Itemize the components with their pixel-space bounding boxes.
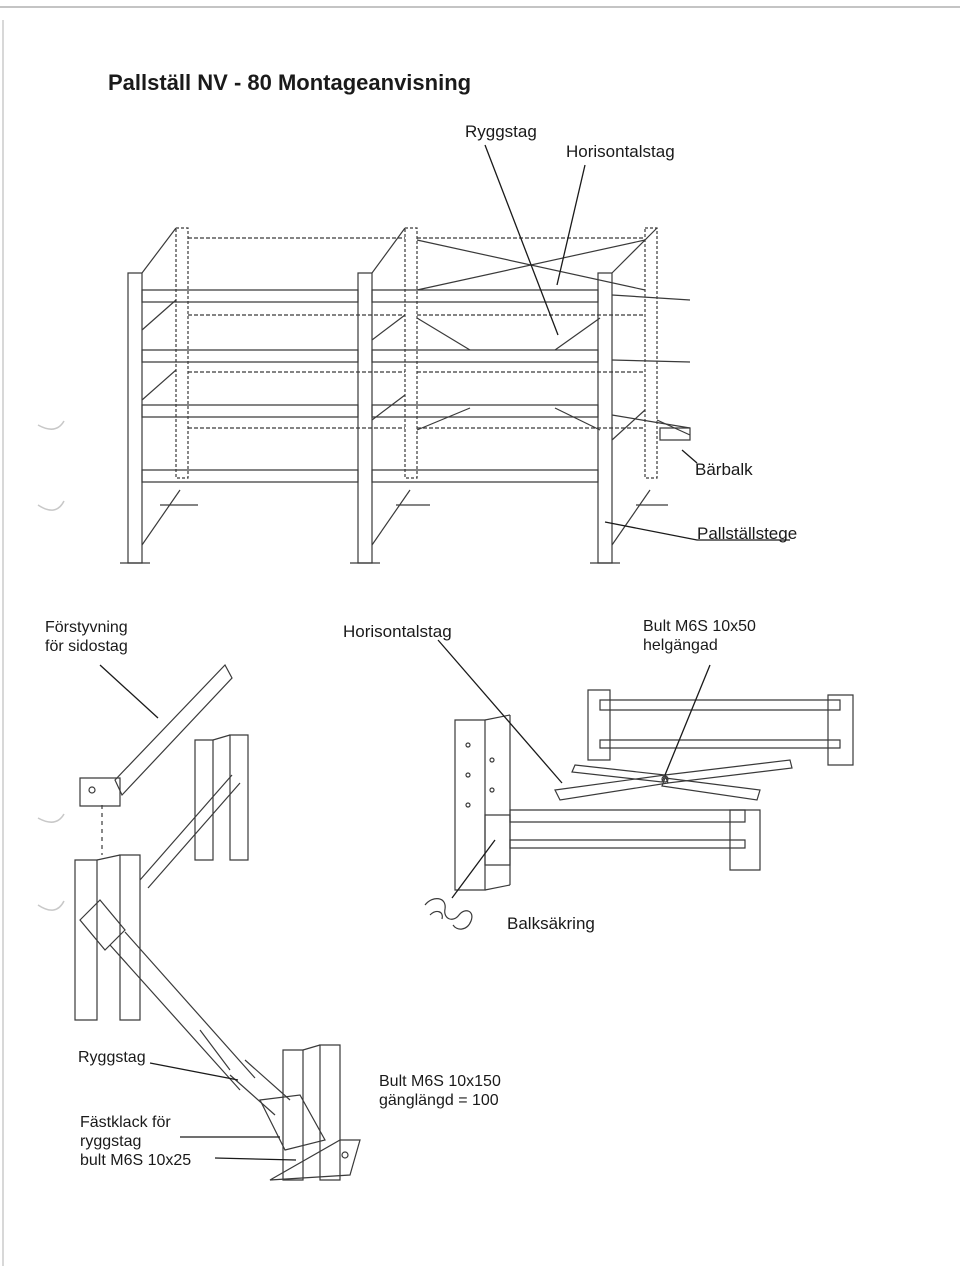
punch-hole-1 [38,421,64,429]
label-bult50-line1: Bult M6S 10x50 [643,618,756,635]
label-forstyvning-line1: Förstyvning [45,619,128,636]
label-pallstallstege: Pallställstege [697,524,798,543]
label-fastklack-line1: Fästklack för [80,1114,171,1131]
leader-pallstallstege [605,522,790,540]
label-forstyvning: Förstyvning för sidostag [45,618,128,656]
leader-ryggstag-top [485,145,558,335]
leader-ryggstag-bottom [150,1063,238,1080]
horizontal-stay-detail-drawing [425,690,853,929]
side-brace-detail-drawing [75,665,255,1090]
label-horisontalstag-mid: Horisontalstag [343,622,452,641]
label-forstyvning-line2: för sidostag [45,638,128,655]
label-bult150: Bult M6S 10x150 gänglängd = 100 [379,1072,501,1110]
punch-hole-4 [38,901,64,910]
leader-balksakring [452,840,495,898]
rack-overview-drawing [120,228,690,563]
label-bult150-line2: gänglängd = 100 [379,1092,499,1109]
label-bult50: Bult M6S 10x50 helgängad [643,617,756,655]
page-title: Pallställ NV - 80 Montageanvisning [108,70,472,95]
leader-horisontalstag-top [557,165,585,285]
label-bult150-line1: Bult M6S 10x150 [379,1073,501,1090]
label-balksakring: Balksäkring [507,914,595,933]
leader-barbalk [682,450,697,463]
punch-hole-3 [38,814,64,822]
punch-hole-2 [38,501,64,510]
label-barbalk: Bärbalk [695,460,753,479]
leader-horisontalstag-mid [438,640,562,783]
label-ryggstag-top: Ryggstag [465,122,537,141]
label-fastklack: Fästklack för ryggstag bult M6S 10x25 [80,1113,191,1170]
bottom-brace-detail-drawing [230,1045,360,1180]
label-bult50-line2: helgängad [643,637,718,654]
leader-bult50 [665,665,710,775]
leader-bult25 [215,1158,296,1160]
leader-forstyvning [100,665,158,718]
label-fastklack-line3: bult M6S 10x25 [80,1152,192,1169]
leader-lines [100,145,790,1160]
label-horisontalstag-top: Horisontalstag [566,142,675,161]
label-ryggstag-bottom: Ryggstag [78,1049,146,1066]
label-fastklack-line2: ryggstag [80,1133,142,1150]
